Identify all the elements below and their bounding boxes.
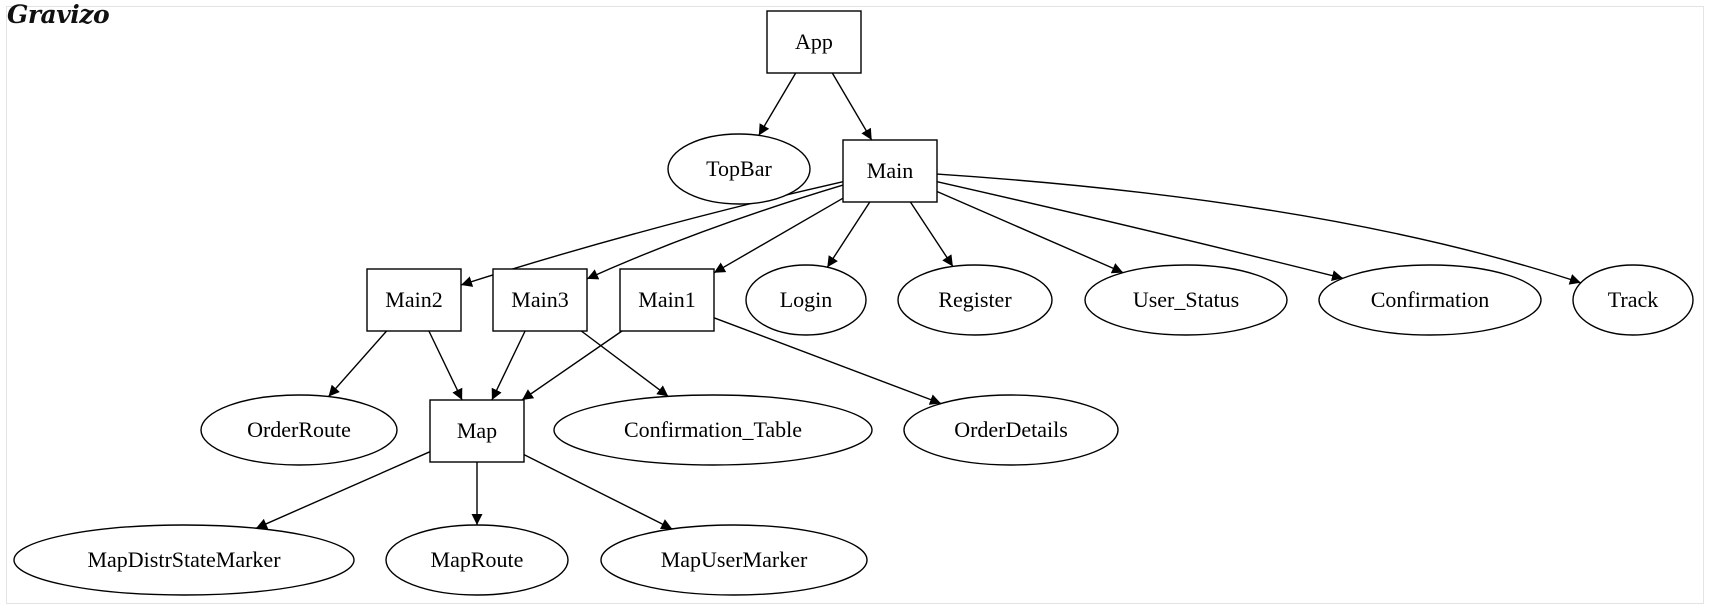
edge-app-to-topbar bbox=[758, 72, 797, 136]
node-main-box bbox=[842, 139, 938, 203]
node-confirmation-table-ellipse bbox=[553, 394, 873, 466]
node-main2-box bbox=[366, 268, 462, 332]
node-login-ellipse bbox=[745, 264, 867, 336]
node-register-label: Register bbox=[938, 287, 1012, 312]
diagram-frame bbox=[6, 6, 1704, 604]
edge-app-to-main bbox=[831, 72, 873, 141]
edge-main-to-confirmation bbox=[936, 181, 1344, 281]
node-main3: Main3 bbox=[492, 268, 588, 332]
edge-main2-to-orderroute bbox=[327, 330, 388, 398]
node-mapusermarker-label: MapUserMarker bbox=[661, 547, 808, 572]
node-mapusermarker: MapUserMarker bbox=[600, 524, 868, 596]
node-user-status-label: User_Status bbox=[1133, 287, 1239, 312]
node-app-label: App bbox=[795, 29, 833, 54]
node-main1: Main1 bbox=[619, 268, 715, 332]
node-map: Map bbox=[429, 399, 525, 463]
node-topbar: TopBar bbox=[667, 133, 811, 205]
node-confirmation: Confirmation bbox=[1318, 264, 1542, 336]
edge-main1-to-map bbox=[521, 330, 623, 401]
edge-main3-to-map bbox=[491, 330, 526, 401]
node-topbar-label: TopBar bbox=[706, 156, 772, 181]
node-map-label: Map bbox=[457, 418, 497, 443]
node-main3-label: Main3 bbox=[511, 287, 568, 312]
edges-layer bbox=[255, 72, 1582, 530]
node-confirmation-label: Confirmation bbox=[1371, 287, 1490, 312]
node-topbar-ellipse bbox=[667, 133, 811, 205]
edge-main2-to-map bbox=[428, 330, 463, 401]
node-user-status: User_Status bbox=[1084, 264, 1288, 336]
node-mapdistrstatemarker-label: MapDistrStateMarker bbox=[87, 547, 281, 572]
node-orderdetails-ellipse bbox=[903, 394, 1119, 466]
node-mapdistrstatemarker: MapDistrStateMarker bbox=[13, 524, 355, 596]
node-mapusermarker-ellipse bbox=[600, 524, 868, 596]
node-track-label: Track bbox=[1608, 287, 1659, 312]
node-main1-box bbox=[619, 268, 715, 332]
edge-main-to-main1 bbox=[713, 197, 844, 274]
edge-main1-to-orderdetails bbox=[713, 317, 942, 405]
brand-logo: Gravizo bbox=[7, 0, 110, 29]
node-main: Main bbox=[842, 139, 938, 203]
node-main-label: Main bbox=[867, 158, 913, 183]
node-register: Register bbox=[897, 264, 1053, 336]
edge-main3-to-confirmation-table bbox=[580, 330, 669, 397]
node-maproute-label: MapRoute bbox=[431, 547, 524, 572]
node-register-ellipse bbox=[897, 264, 1053, 336]
edge-map-to-mapusermarker bbox=[523, 453, 673, 530]
node-orderroute-ellipse bbox=[200, 394, 398, 466]
node-user-status-ellipse bbox=[1084, 264, 1288, 336]
node-mapdistrstatemarker-ellipse bbox=[13, 524, 355, 596]
edge-main-to-track bbox=[936, 173, 1582, 285]
node-track: Track bbox=[1572, 264, 1694, 336]
edge-main-to-register bbox=[909, 201, 954, 267]
node-app-box bbox=[766, 10, 862, 74]
edge-main-to-login bbox=[826, 201, 871, 268]
node-main2: Main2 bbox=[366, 268, 462, 332]
node-main1-label: Main1 bbox=[638, 287, 695, 312]
node-map-box bbox=[429, 399, 525, 463]
edge-map-to-mapdistrstatemarker bbox=[255, 451, 431, 529]
node-confirmation-ellipse bbox=[1318, 264, 1542, 336]
node-orderroute-label: OrderRoute bbox=[247, 417, 351, 442]
node-orderdetails-label: OrderDetails bbox=[954, 417, 1068, 442]
node-main3-box bbox=[492, 268, 588, 332]
edge-main-to-user-status bbox=[936, 190, 1124, 274]
node-orderdetails: OrderDetails bbox=[903, 394, 1119, 466]
node-app: App bbox=[766, 10, 862, 74]
node-login-label: Login bbox=[780, 287, 833, 312]
node-login: Login bbox=[745, 264, 867, 336]
node-maproute: MapRoute bbox=[385, 524, 569, 596]
node-confirmation-table-label: Confirmation_Table bbox=[624, 417, 802, 442]
edge-main-to-main3 bbox=[586, 184, 844, 280]
node-maproute-ellipse bbox=[385, 524, 569, 596]
node-main2-label: Main2 bbox=[385, 287, 442, 312]
node-confirmation-table: Confirmation_Table bbox=[553, 394, 873, 466]
node-orderroute: OrderRoute bbox=[200, 394, 398, 466]
node-track-ellipse bbox=[1572, 264, 1694, 336]
